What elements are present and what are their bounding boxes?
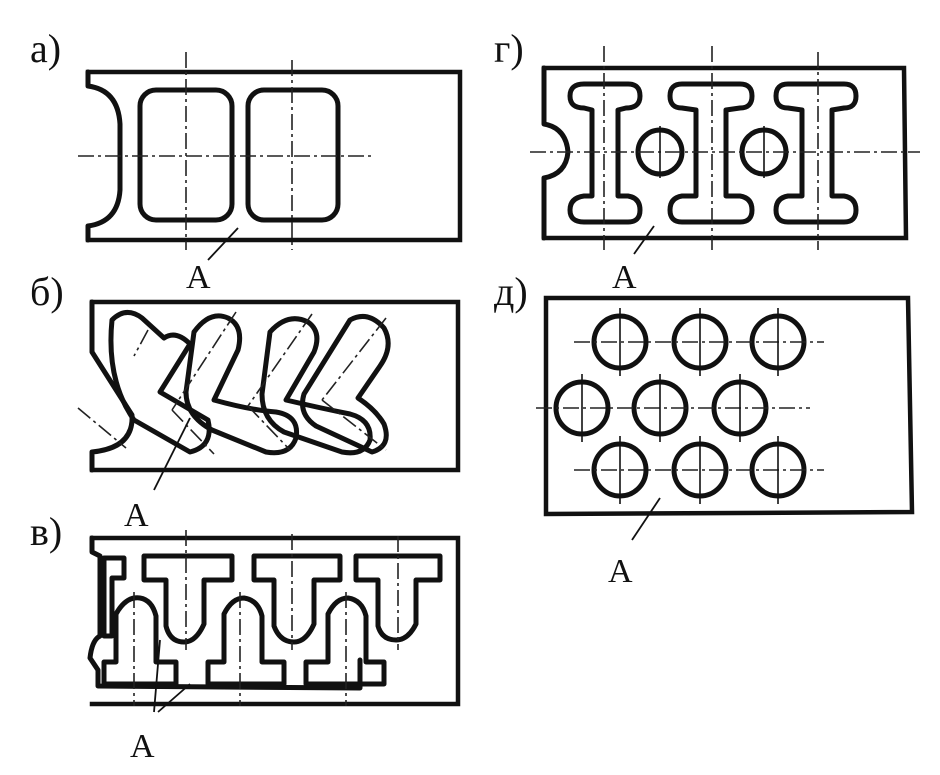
left-edge-notch-g — [541, 65, 571, 241]
i-slot-3 — [773, 81, 859, 225]
top-t-slot-1 — [141, 553, 235, 645]
chevron-slot-4 — [300, 313, 391, 455]
plate-frame-v — [89, 535, 461, 707]
left-edge-notch-a — [85, 69, 123, 243]
top-t-slot-3 — [353, 553, 443, 643]
axis-b-8 — [321, 399, 387, 451]
axis-b-5 — [247, 313, 313, 407]
leader-line-a — [207, 227, 239, 261]
axis-b-2 — [133, 329, 149, 357]
axis-b-7 — [321, 317, 387, 401]
axis-b-3 — [171, 311, 237, 411]
bottom-t-slot-3 — [303, 595, 387, 687]
bottom-t-slot-1 — [101, 595, 179, 687]
panel-label-g: г) — [494, 26, 524, 71]
panel-b: б) А — [30, 269, 461, 534]
callout-label-g: А — [612, 259, 637, 296]
axis-b-6 — [247, 405, 291, 451]
i-slot-2 — [667, 81, 755, 225]
callout-label-d: А — [608, 553, 633, 590]
leader-line-b — [153, 417, 191, 491]
plate-frame-b — [89, 299, 461, 473]
panel-v: в) А — [30, 509, 461, 765]
left-edge-cut-v — [87, 535, 363, 691]
panel-d: д) А — [494, 269, 915, 590]
i-slot-1 — [567, 81, 643, 225]
axis-b-4 — [171, 409, 215, 455]
panel-a: а) А — [30, 26, 463, 296]
bottom-t-slot-2 — [205, 595, 287, 687]
panel-label-a: а) — [30, 26, 61, 71]
plate-frame-d — [543, 295, 915, 517]
callout-label-a: А — [186, 259, 211, 296]
panel-label-d: д) — [494, 269, 528, 314]
leader-line-g — [633, 225, 655, 255]
chevron-slot-3 — [259, 316, 373, 456]
plate-frame-g — [541, 65, 909, 241]
leader-line-v-1 — [153, 639, 161, 713]
callout-label-v: А — [130, 728, 155, 765]
panel-g: г) А — [494, 26, 920, 296]
chevron-slot-2 — [183, 313, 300, 456]
top-t-slot-2 — [251, 553, 343, 645]
partial-t-slot — [101, 555, 127, 639]
panel-label-v: в) — [30, 509, 62, 554]
rect-slot-2 — [245, 87, 341, 223]
leader-line-v-2 — [157, 683, 191, 713]
callout-label-b: А — [124, 497, 149, 534]
chevron-slot-1 — [108, 310, 212, 455]
panel-label-b: б) — [30, 269, 64, 314]
plate-frame-a — [85, 69, 463, 243]
axis-b-1 — [77, 407, 127, 449]
leader-line-d — [631, 497, 661, 541]
